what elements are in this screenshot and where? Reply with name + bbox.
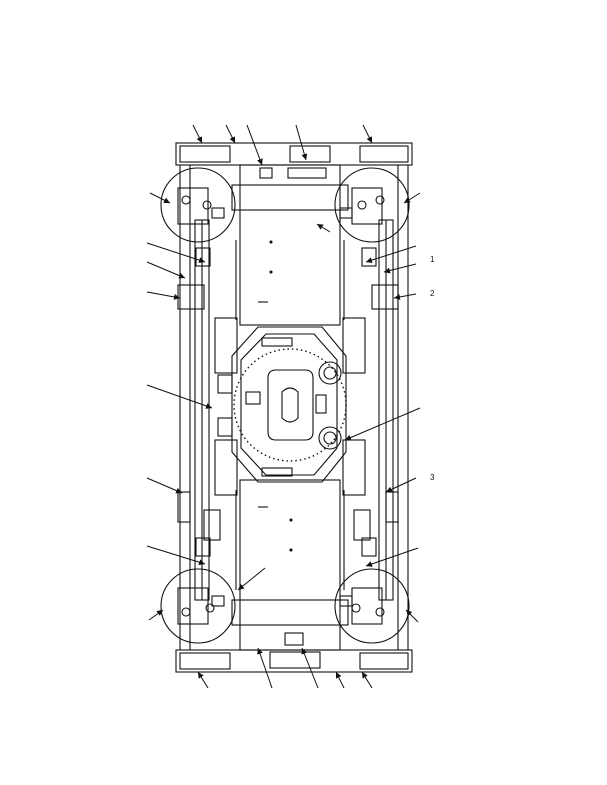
jack-blocks: [177, 247, 399, 557]
chassis-frame: [175, 142, 413, 673]
mark-1: 1: [430, 255, 435, 264]
mark-2: 2: [430, 289, 435, 298]
center-beam: [231, 164, 349, 651]
leader-lines: [146, 124, 421, 689]
turntable: [214, 317, 366, 496]
mark-3: 3: [430, 473, 435, 482]
outrigger-pad-circles: [160, 167, 410, 644]
